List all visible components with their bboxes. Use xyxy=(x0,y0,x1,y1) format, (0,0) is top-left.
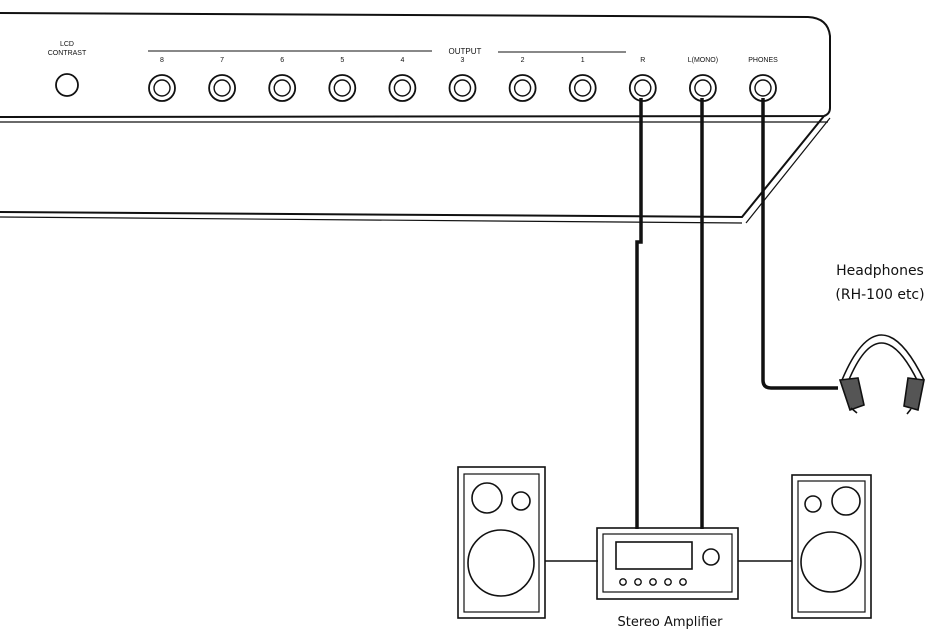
jack-socket-outer[interactable] xyxy=(148,74,176,102)
lcd-contrast-label-line2: CONTRAST xyxy=(48,50,87,57)
jack-socket-outer[interactable] xyxy=(328,74,357,102)
jack-socket-outer[interactable] xyxy=(448,74,477,102)
jack-socket-inner xyxy=(333,79,351,97)
lcd-contrast-label-line1: LCD xyxy=(60,41,74,48)
headphones-label-line2: (RH-100 etc) xyxy=(835,287,924,303)
jack-socket-inner xyxy=(213,79,231,97)
left-speaker-cabinet xyxy=(457,466,546,619)
jack-socket-outer[interactable] xyxy=(508,74,537,102)
jack-4[interactable]: 4 xyxy=(388,57,417,102)
jack-label: 5 xyxy=(340,57,344,64)
right-speaker-tweeter-small xyxy=(804,495,822,513)
panel-underside-slope xyxy=(745,117,831,224)
panel-bottom-edge xyxy=(0,115,825,219)
stereo-amplifier xyxy=(596,527,739,600)
right-speaker-woofer xyxy=(800,531,862,593)
jack-label: 2 xyxy=(521,57,525,64)
jack-8[interactable]: 8 xyxy=(148,57,176,102)
cable-phones xyxy=(761,98,838,390)
jack-socket-inner xyxy=(273,79,291,97)
jack-socket-outer[interactable] xyxy=(568,74,597,102)
jack-2[interactable]: 2 xyxy=(508,57,537,102)
jack-label: 6 xyxy=(280,57,284,64)
amplifier-button xyxy=(634,578,642,586)
right-earcup-stem xyxy=(906,408,912,415)
headband-inner xyxy=(847,342,919,383)
amplifier-face xyxy=(602,533,733,593)
amplifier-button xyxy=(679,578,687,586)
output-title: OUTPUT xyxy=(449,47,482,56)
right-speaker-tweeter-large xyxy=(831,486,861,516)
jack-socket-outer[interactable] xyxy=(689,74,717,102)
lcd-contrast-control[interactable]: LCD CONTRAST xyxy=(48,41,87,97)
right-speaker xyxy=(791,474,872,619)
jack-socket-outer[interactable] xyxy=(208,74,237,102)
cable-right-channel xyxy=(635,98,643,529)
rear-panel xyxy=(0,12,831,224)
amplifier-body xyxy=(596,527,739,600)
jack-socket-inner xyxy=(754,79,772,97)
left-speaker-front xyxy=(463,473,540,613)
jack-5[interactable]: 5 xyxy=(328,57,357,102)
left-speaker-tweeter-small xyxy=(511,491,531,511)
output-group-header: OUTPUT xyxy=(148,47,626,56)
right-speaker-front xyxy=(797,480,866,613)
headphones: Headphones (RH-100 etc) xyxy=(835,263,925,415)
right-earcup xyxy=(903,377,925,412)
jack-l-mono-[interactable]: L(MONO) xyxy=(688,57,718,102)
amplifier-button xyxy=(664,578,672,586)
headphones-icon xyxy=(838,334,925,415)
amplifier-buttons xyxy=(619,578,687,586)
amplifier-label: Stereo Amplifier xyxy=(617,615,723,630)
jack-label: 1 xyxy=(581,57,585,64)
jack-label: R xyxy=(640,57,645,64)
output-jacks: 8 7 6 5 4 3 2 1 R L(MONO) PHONES xyxy=(148,57,778,102)
lcd-contrast-knob[interactable] xyxy=(55,73,79,97)
right-speaker-cabinet xyxy=(791,474,872,619)
panel-bottom-inner xyxy=(0,216,743,224)
jack-socket-outer[interactable] xyxy=(268,74,297,102)
left-earcup xyxy=(838,377,865,412)
jack-label: 3 xyxy=(461,57,465,64)
jack-7[interactable]: 7 xyxy=(208,57,237,102)
jack-6[interactable]: 6 xyxy=(268,57,297,102)
cables xyxy=(635,98,838,529)
headband-outer xyxy=(841,334,925,381)
jack-3[interactable]: 3 xyxy=(448,57,477,102)
jack-label: 4 xyxy=(400,57,404,64)
jack-socket-inner xyxy=(513,79,532,97)
jack-socket-inner xyxy=(153,79,171,97)
left-speaker-woofer xyxy=(467,529,535,597)
amplifier-button xyxy=(619,578,627,586)
jack-socket-inner xyxy=(694,79,712,97)
jack-1[interactable]: 1 xyxy=(568,57,597,102)
amplifier-button xyxy=(649,578,657,586)
jack-socket-inner xyxy=(393,79,412,97)
jack-phones[interactable]: PHONES xyxy=(748,57,778,102)
amplifier-volume-knob xyxy=(702,548,720,566)
left-speaker xyxy=(457,466,546,619)
jack-socket-outer[interactable] xyxy=(628,74,657,102)
jack-socket-inner xyxy=(574,79,592,97)
jack-label: 8 xyxy=(160,57,164,64)
amplifier-display xyxy=(615,541,693,570)
jack-socket-outer[interactable] xyxy=(388,74,417,102)
jack-socket-inner xyxy=(453,79,472,97)
jack-label: PHONES xyxy=(748,57,778,64)
headphones-label-line1: Headphones xyxy=(836,263,924,279)
jack-r[interactable]: R xyxy=(628,57,657,102)
left-earcup-stem xyxy=(850,407,858,414)
jack-label: L(MONO) xyxy=(688,57,718,64)
jack-socket-inner xyxy=(634,79,652,97)
jack-label: 7 xyxy=(220,57,224,64)
jack-socket-outer[interactable] xyxy=(749,74,777,102)
left-speaker-tweeter-large xyxy=(471,482,503,514)
panel-top-edge xyxy=(0,12,831,118)
